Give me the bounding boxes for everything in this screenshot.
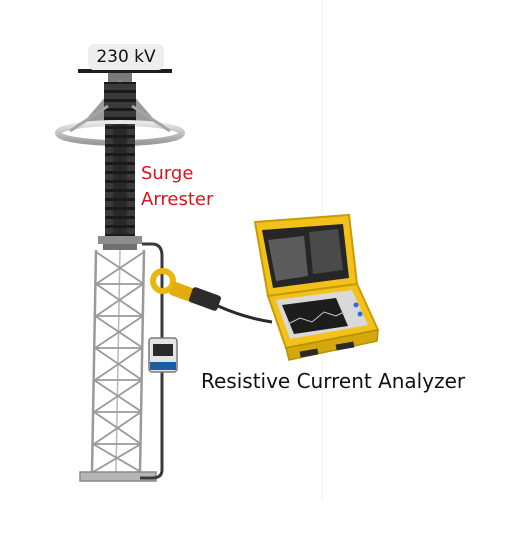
clamp-sensor-icon [150, 268, 221, 311]
voltage-label: 230 kV [88, 44, 164, 70]
sensor-cable [217, 304, 273, 324]
surge-arrester-label: Surge Arrester [141, 161, 213, 213]
earth-lead-lower [140, 370, 164, 480]
lattice-tower-icon [79, 249, 157, 482]
counter-box-icon [148, 337, 178, 373]
analyzer-case-icon [253, 213, 380, 361]
surge-arrester-label-line1: Surge [141, 163, 194, 184]
surge-arrester-icon [55, 73, 185, 250]
busbar [78, 69, 172, 73]
analyzer-label: Resistive Current Analyzer [201, 369, 466, 393]
surge-arrester-label-line2: Arrester [141, 189, 214, 210]
earth-lead-upper [142, 242, 164, 338]
